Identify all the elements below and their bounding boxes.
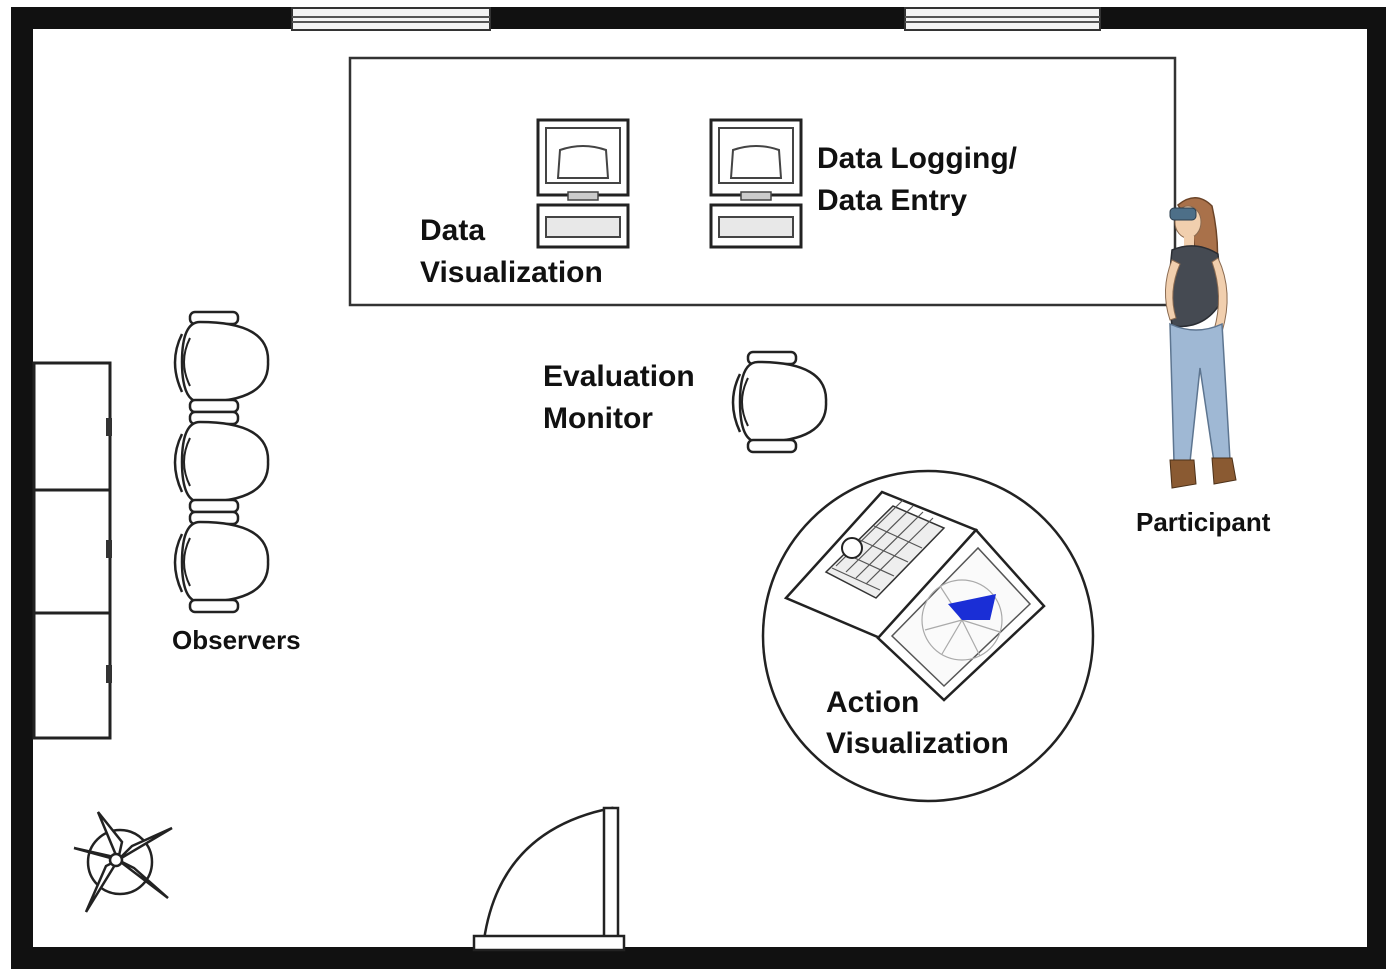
wall-cabinet xyxy=(32,361,112,740)
label-evaluation-monitor-1: Evaluation xyxy=(543,360,695,393)
person-figure-icon xyxy=(1165,197,1237,489)
label-action-visualization-2: Visualization xyxy=(826,727,1009,760)
label-data-visualization-1: Data xyxy=(420,214,486,247)
label-data-logging-1: Data Logging/ xyxy=(817,142,1017,175)
label-action-visualization-1: Action xyxy=(826,686,920,719)
label-evaluation-monitor-2: Monitor xyxy=(543,402,653,435)
label-data-logging-2: Data Entry xyxy=(817,184,968,217)
laptop-icon xyxy=(783,490,1046,702)
workstation-table xyxy=(348,56,1177,307)
office-chair-icon xyxy=(173,310,270,414)
desktop-computer-icon xyxy=(709,118,803,249)
label-observers: Observers xyxy=(172,625,301,655)
radar-sweep xyxy=(948,594,996,620)
potted-plant-icon xyxy=(73,811,173,913)
label-participant: Participant xyxy=(1136,507,1271,537)
window-right xyxy=(904,7,1101,31)
office-chair-icon xyxy=(731,350,828,454)
door-swing-icon xyxy=(472,806,626,952)
label-data-visualization-2: Visualization xyxy=(420,256,603,289)
desktop-computer-icon xyxy=(536,118,630,249)
office-chair-icon xyxy=(173,510,270,614)
window-left xyxy=(291,7,491,31)
office-chair-icon xyxy=(173,410,270,514)
